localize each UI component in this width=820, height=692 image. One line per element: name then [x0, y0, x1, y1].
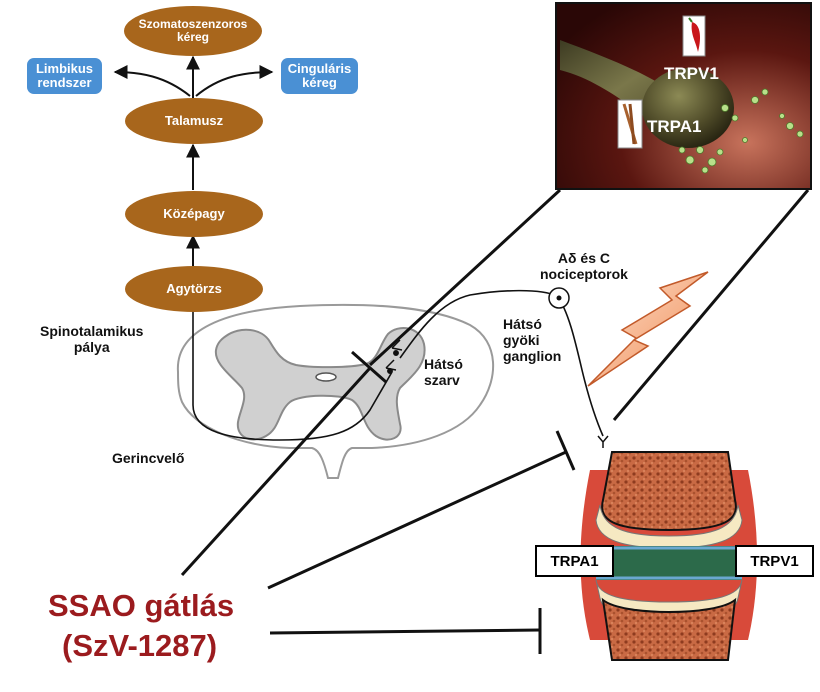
cinnamon-stick [628, 103, 636, 145]
joint [580, 451, 758, 661]
inhibit-spinal-bar [351, 350, 387, 384]
joint-label-trpa1: TRPA1 [535, 545, 614, 577]
molecule [731, 114, 739, 122]
chili-shape [691, 22, 700, 52]
lower-bone [601, 597, 737, 661]
inset-zoom-lines [368, 188, 810, 421]
molecule [742, 137, 748, 143]
chili-pepper-icon [682, 15, 706, 57]
zoom-line-left [368, 188, 562, 367]
molecule [796, 130, 804, 138]
inset-label-trpv1: TRPV1 [664, 64, 719, 83]
synovial-space [596, 546, 742, 580]
synapse-terminals [385, 339, 609, 448]
inhibitor-compound: (SzV-1287) [62, 628, 218, 663]
synapse-1 [391, 339, 403, 351]
inhibit-peripheral [267, 450, 567, 590]
molecule [707, 157, 717, 167]
cinnamon-icon [617, 99, 643, 149]
chili-stem [688, 17, 693, 23]
molecule [696, 146, 704, 154]
brain-pathway-arrows [113, 55, 274, 266]
nerve-ending-inset [555, 2, 812, 190]
zoom-line-right [612, 189, 810, 421]
joint-label-trpv1: TRPV1 [735, 545, 814, 577]
inset-label-trpa1: TRPA1 [647, 117, 702, 136]
node-limbic-system: Limbikus rendszer [27, 58, 102, 94]
molecule [761, 88, 769, 96]
molecule [678, 146, 686, 154]
inhibitor-title: SSAO gátlás [48, 588, 235, 623]
node-brainstem: Agytörzs [125, 266, 263, 312]
label-dorsal-horn: Hátsó szarv [424, 356, 463, 389]
inset-nerve-terminal [642, 68, 734, 148]
upper-bone [601, 451, 737, 532]
arrow-thalamus-limbic [113, 65, 191, 97]
synovial-membrane [596, 546, 742, 580]
ganglion-cell [548, 287, 570, 309]
spinal-cord [176, 303, 495, 479]
synapse-dot-2 [387, 368, 393, 374]
label-dorsal-root-ganglion: Hátsó gyöki ganglion [503, 316, 562, 365]
pain-stimulus-bolt [587, 271, 709, 387]
molecule [716, 148, 724, 156]
molecule [751, 96, 759, 104]
grey-matter [214, 327, 426, 441]
central-canal [315, 372, 337, 382]
spinothalamic-tract [192, 310, 393, 441]
ganglion-nucleus [556, 295, 562, 301]
inset-molecules [678, 88, 804, 174]
node-cingulate-cortex: Cinguláris kéreg [281, 58, 358, 94]
label-spinal-cord: Gerincvelő [112, 450, 185, 466]
inhibit-peripheral-bar [555, 430, 576, 471]
molecule [701, 166, 709, 174]
upper-cartilage [595, 504, 743, 549]
molecule [685, 155, 695, 165]
inhibition-lines [180, 350, 576, 654]
inhibit-joint [269, 628, 541, 635]
molecule [721, 104, 729, 112]
arrow-thalamus-cingulate [195, 65, 274, 97]
label-spinothalamic-tract: Spinotalamikus pálya [40, 323, 144, 356]
molecule [786, 122, 794, 130]
node-midbrain: Középagy [125, 191, 263, 237]
synapse-dot-1 [393, 350, 399, 356]
node-somatosensory-cortex: Szomatoszenzoros kéreg [124, 6, 262, 56]
node-thalamus: Talamusz [125, 98, 263, 144]
molecule [779, 113, 785, 119]
peripheral-ending [597, 435, 609, 448]
inhibit-spinal [180, 366, 372, 577]
label-nociceptors: Aδ és C nociceptorok [540, 250, 628, 283]
